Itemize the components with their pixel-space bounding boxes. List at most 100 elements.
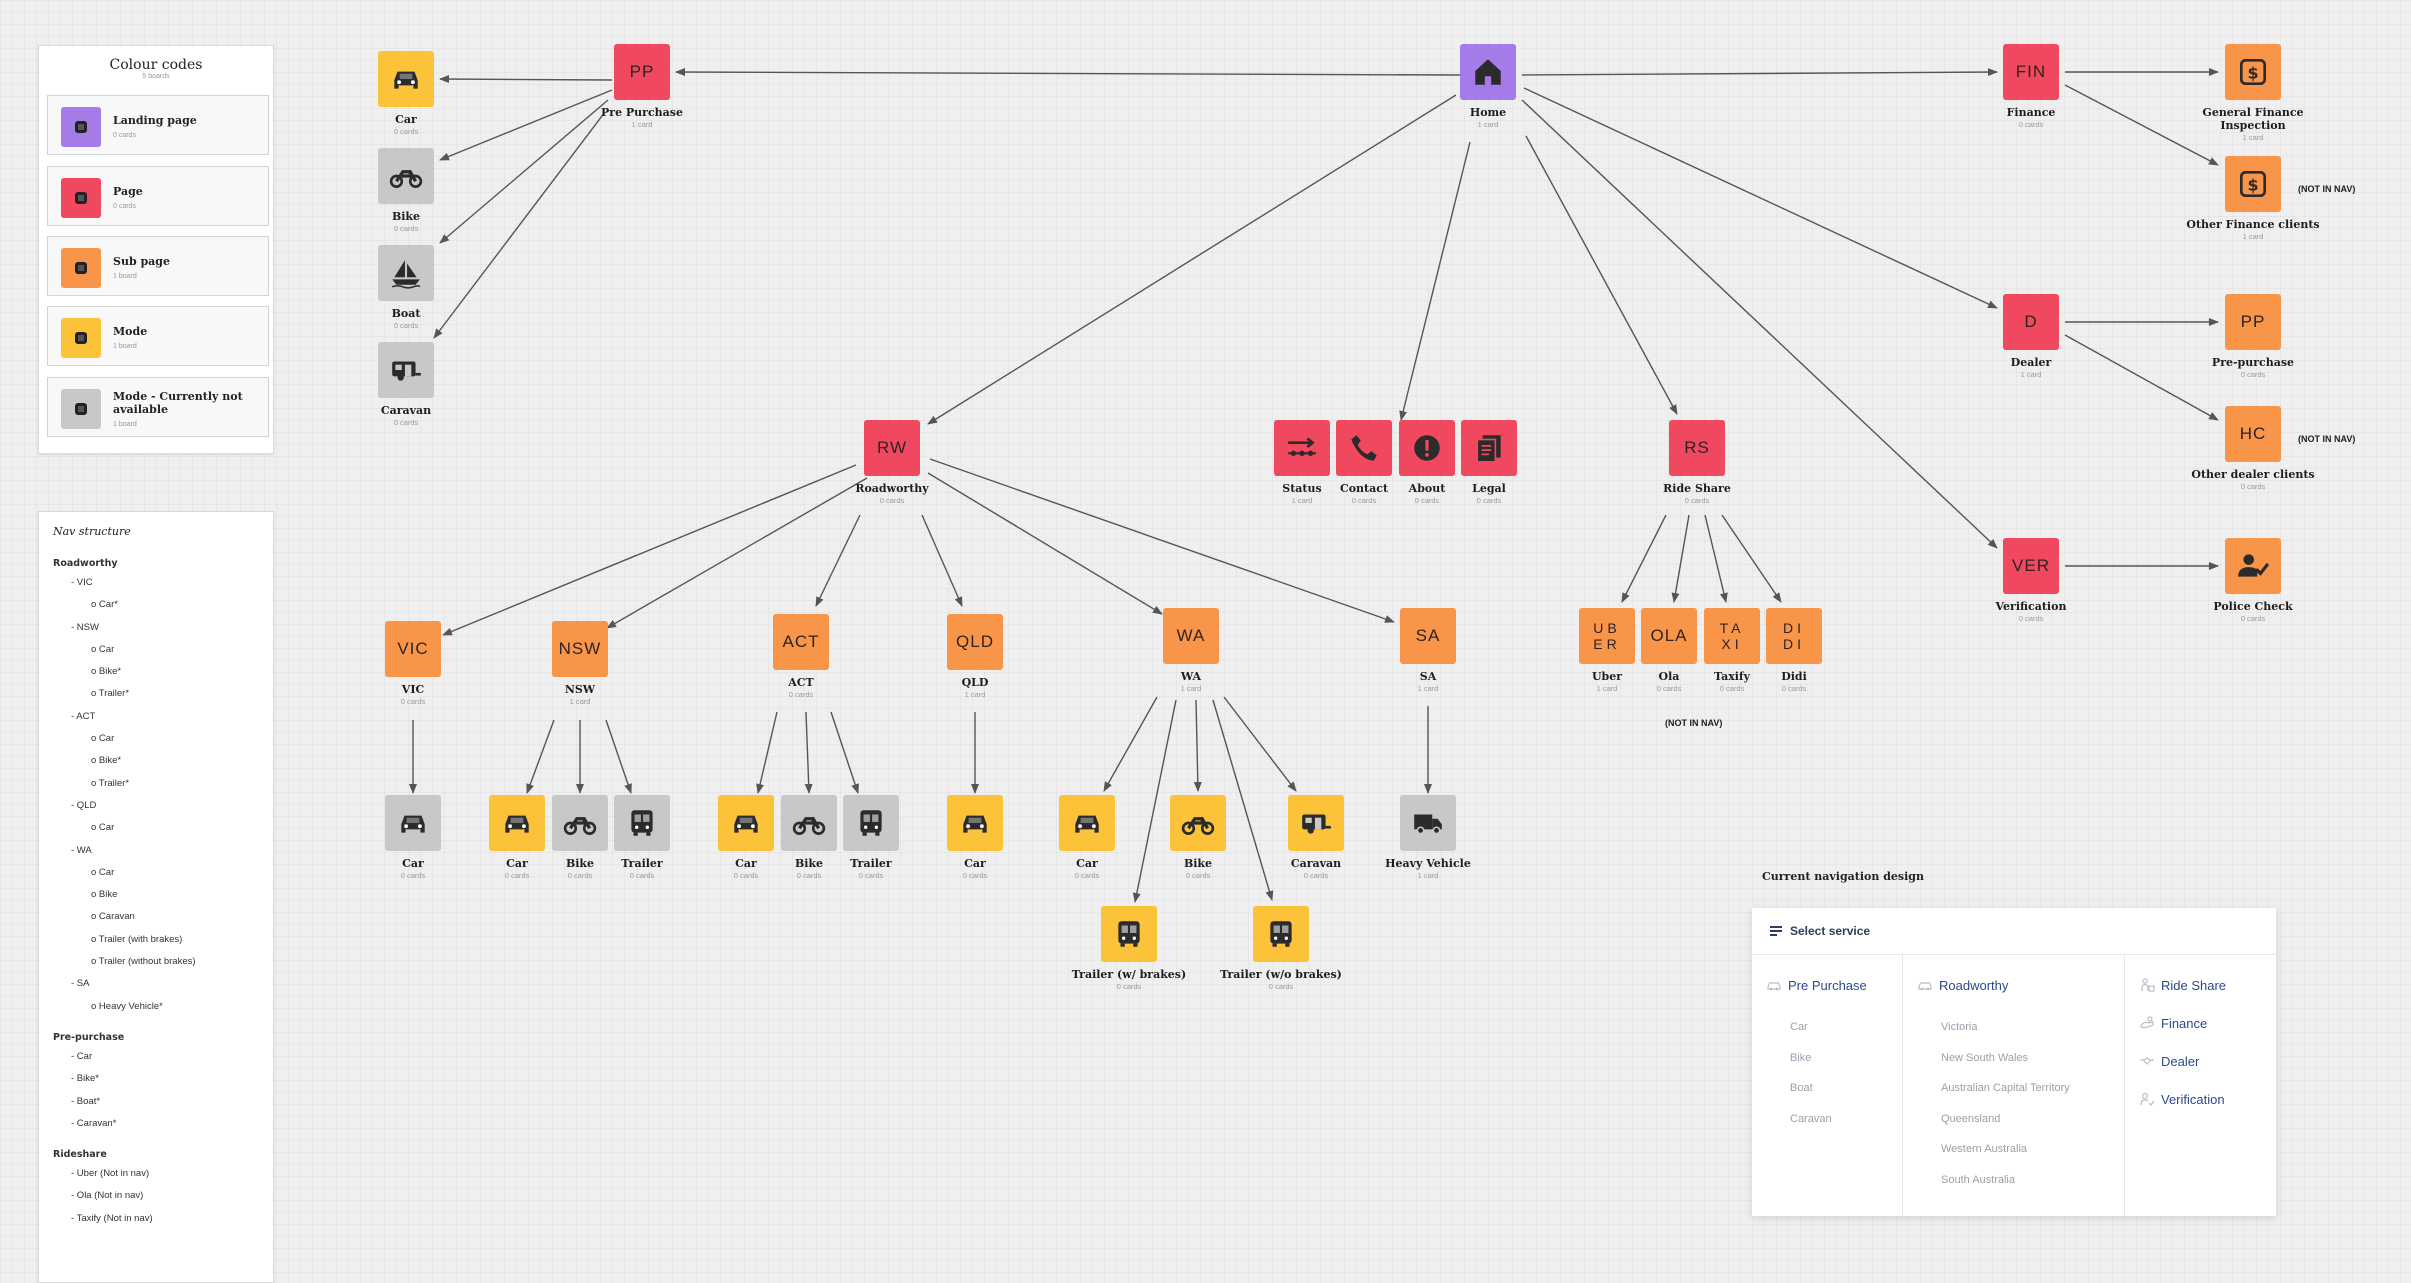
- node-wa-trailer-wb[interactable]: Trailer (w/ brakes)0 cards: [1059, 906, 1199, 991]
- node-card[interactable]: [1274, 420, 1330, 476]
- node-card[interactable]: [378, 245, 434, 301]
- node-card[interactable]: $: [2225, 44, 2281, 100]
- node-card[interactable]: [1400, 795, 1456, 851]
- node-card[interactable]: [2225, 538, 2281, 594]
- roadworthy-heading[interactable]: Roadworthy: [1917, 977, 2008, 993]
- menu-item[interactable]: Bike: [1790, 1051, 1812, 1064]
- menu-item[interactable]: Queensland: [1941, 1112, 2001, 1125]
- menu-item[interactable]: Victoria: [1941, 1021, 1978, 1033]
- node-card[interactable]: NSW: [552, 621, 608, 677]
- node-card[interactable]: DIDI: [1766, 608, 1822, 664]
- node-card[interactable]: UBER: [1579, 608, 1635, 664]
- node-card[interactable]: [614, 795, 670, 851]
- node-card[interactable]: QLD: [947, 614, 1003, 670]
- service-verification[interactable]: Verification: [2139, 1091, 2225, 1107]
- node-card[interactable]: [489, 795, 545, 851]
- node-card[interactable]: [552, 795, 608, 851]
- menu-item[interactable]: Caravan: [1790, 1112, 1832, 1125]
- node-card[interactable]: SA: [1400, 608, 1456, 664]
- menu-item[interactable]: South Australia: [1941, 1173, 2015, 1186]
- node-card[interactable]: [1059, 795, 1115, 851]
- node-card[interactable]: D: [2003, 294, 2059, 350]
- node-card[interactable]: [378, 148, 434, 204]
- node-card[interactable]: RS: [1669, 420, 1725, 476]
- node-card[interactable]: [947, 795, 1003, 851]
- node-card[interactable]: TAXI: [1704, 608, 1760, 664]
- service-dealer[interactable]: Dealer: [2139, 1053, 2199, 1069]
- service-ride-share[interactable]: Ride Share: [2139, 977, 2226, 993]
- menu-item[interactable]: Car: [1790, 1021, 1808, 1033]
- node-card[interactable]: [1101, 906, 1157, 962]
- node-card[interactable]: VER: [2003, 538, 2059, 594]
- node-card[interactable]: [1460, 44, 1516, 100]
- node-card[interactable]: WA: [1163, 608, 1219, 664]
- node-card[interactable]: [1399, 420, 1455, 476]
- menu-item[interactable]: New South Wales: [1941, 1051, 2029, 1064]
- menu-item[interactable]: Boat: [1790, 1082, 1813, 1094]
- menu-item[interactable]: Australian Capital Territory: [1941, 1082, 2070, 1094]
- select-service-header[interactable]: Select service: [1752, 908, 2276, 955]
- node-card[interactable]: [378, 342, 434, 398]
- node-card[interactable]: OLA: [1641, 608, 1697, 664]
- node-card[interactable]: $: [2225, 156, 2281, 212]
- menu-item[interactable]: Western Australia: [1941, 1143, 2028, 1155]
- node-card[interactable]: [843, 795, 899, 851]
- node-card[interactable]: VIC: [385, 621, 441, 677]
- pre-purchase-heading[interactable]: Pre Purchase: [1766, 977, 1867, 993]
- node-card[interactable]: FIN: [2003, 44, 2059, 100]
- node-card[interactable]: [1288, 795, 1344, 851]
- node-card[interactable]: [378, 51, 434, 107]
- node-card[interactable]: HC: [2225, 406, 2281, 462]
- node-card[interactable]: [1461, 420, 1517, 476]
- node-wa-trailer-wob[interactable]: Trailer (w/o brakes)0 cards: [1211, 906, 1351, 991]
- service-finance[interactable]: Finance: [2139, 1015, 2207, 1031]
- node-card[interactable]: PP: [2225, 294, 2281, 350]
- node-card[interactable]: [718, 795, 774, 851]
- node-card[interactable]: [1170, 795, 1226, 851]
- node-card[interactable]: [385, 795, 441, 851]
- node-card[interactable]: [781, 795, 837, 851]
